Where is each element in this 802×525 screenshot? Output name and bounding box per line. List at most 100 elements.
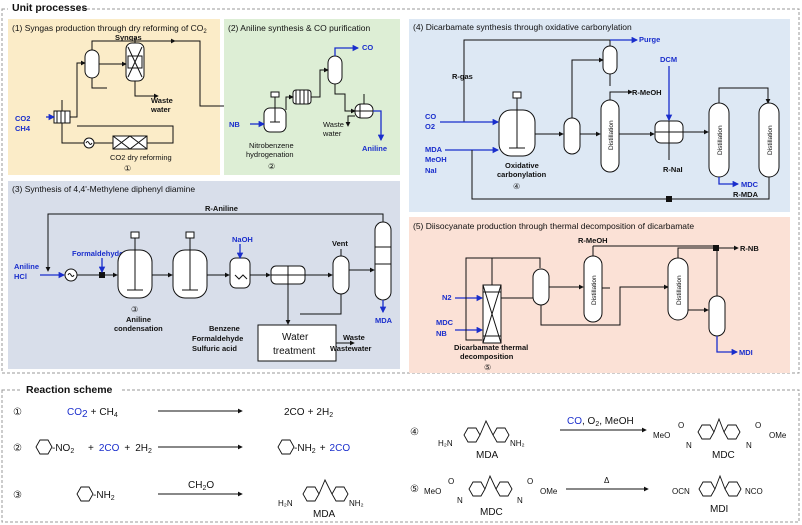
mdc-output: MDC [741, 180, 759, 189]
rx4-nh2: NH₂ [510, 439, 525, 448]
aniline-cond-b: condensation [114, 324, 163, 333]
rx3-condition: CH2O [188, 480, 214, 492]
vent-label: Vent [332, 239, 348, 248]
flash-4 [563, 117, 581, 155]
rx3-h2n: H₂N [278, 499, 293, 508]
rx4-ome: OMe [769, 431, 787, 440]
nb-input-5: NB [436, 329, 447, 338]
ox-carb-b: carbonylation [497, 170, 547, 179]
waste-water-label-a: Waste [151, 96, 173, 105]
water-treat-a: Water [282, 332, 309, 343]
rx4-nh-left: N [686, 441, 692, 450]
o2-input-4: O2 [425, 122, 435, 131]
mdi-ring-2-rx5 [724, 481, 742, 497]
distillation-column-3 [374, 221, 392, 301]
r-meoh-label: R-MeOH [632, 88, 662, 97]
rx4-h2n: H₂N [438, 439, 453, 448]
syngas-label: Syngas [115, 33, 142, 42]
rx5-nh-left: N [457, 496, 463, 505]
rx3-left: -NH2 [93, 490, 115, 502]
rx4-mda-label: MDA [476, 450, 499, 461]
purge-output: Purge [639, 35, 660, 44]
r-nb-label: R-NB [740, 244, 759, 253]
r-meoh5-label: R-MeOH [578, 236, 608, 245]
water-treat-b: treatment [273, 346, 315, 357]
flash-5b [708, 295, 726, 337]
mda-output: MDA [375, 316, 393, 325]
waste3-label-a: Waste [343, 333, 365, 342]
benzene-label: Benzene [209, 324, 240, 333]
rx5-mdi-label: MDI [710, 504, 728, 515]
rx5-ome: OMe [540, 487, 558, 496]
nai-input-4: NaI [425, 166, 437, 175]
rx2-left: +2CO+2H2 [88, 443, 152, 455]
rx5-o-left: O [448, 477, 454, 486]
circle-1: ① [124, 164, 131, 173]
sulfuric-label: Sulfuric acid [192, 344, 237, 353]
mdc-ring-2-rx5 [495, 481, 513, 497]
rx1-right: 2CO+2H2 [284, 407, 333, 419]
mdc-ring-1-rx5 [468, 481, 486, 497]
r-aniline-label: R-Aniline [205, 204, 238, 213]
ox-carb-a: Oxidative [505, 161, 539, 170]
aniline-hcl-a: Aniline [14, 262, 39, 271]
r-gas-label: R-gas [452, 72, 473, 81]
rx3-mda-label: MDA [313, 509, 336, 520]
dicarb-b: decomposition [460, 352, 514, 361]
mixer-3 [99, 272, 105, 278]
distillation-4b-label: Distillation [717, 125, 724, 155]
panel-4-title: (4) Dicarbamate synthesis through oxidat… [413, 22, 632, 32]
mixer-5 [713, 245, 719, 251]
rx5-nh-right: N [517, 496, 523, 505]
rx4-meo: MeO [653, 431, 670, 440]
aniline-ring-rx3 [76, 486, 94, 502]
aniline-ring-rx2 [277, 439, 295, 455]
reaction-scheme-header: Reaction scheme [26, 384, 113, 396]
rx5-ocn: OCN [672, 487, 690, 496]
dcm-input: DCM [660, 55, 677, 64]
reaction-scheme-frame [1, 389, 800, 523]
rx2-right: -NH2+2CO [294, 443, 350, 455]
distillation-4a-label: Distillation [608, 120, 615, 150]
rx3-nh2: NH₂ [349, 499, 364, 508]
rx4-o-left: O [678, 421, 684, 430]
dry-reforming-reactor [112, 135, 148, 150]
waste3-label-b: Wastewater [330, 344, 371, 353]
rx4-condition: CO, O2, MeOH [567, 416, 634, 428]
distillation-5b-label: Distillation [676, 275, 683, 305]
rx5-mdc-label: MDC [480, 507, 503, 518]
unit-processes-header: Unit processes [12, 2, 87, 14]
panel-1 [8, 19, 220, 175]
panel-5-title: (5) Diisocyanate production through ther… [413, 221, 694, 231]
benzene-ring-rx2 [35, 439, 53, 455]
water-treatment-box [257, 324, 337, 362]
mda-ring-1-rx3 [302, 486, 320, 502]
mdc-ring-1-rx4 [697, 424, 715, 440]
mda-ring-2-rx3 [331, 486, 349, 502]
nb-input: NB [229, 120, 240, 129]
rx4-mdc-label: MDC [712, 450, 735, 461]
panel-1-title: (1) Syngas production through dry reform… [12, 23, 207, 35]
rx4-nh-right: N [746, 441, 752, 450]
formaldehyde-input: Formaldehyde [72, 249, 123, 258]
panel-4 [409, 19, 790, 212]
flash-5 [532, 268, 550, 306]
heat-exchanger-1 [53, 110, 71, 124]
n2-input: N2 [442, 293, 452, 302]
nitro-hydro-label-a: Nitrobenzene [249, 141, 294, 150]
separator-4 [602, 45, 618, 75]
dry-reforming-label: CO2 dry reforming [110, 153, 172, 162]
rx1-left: CO2+CH4 [67, 407, 118, 420]
r-mda-label: R-MDA [733, 190, 759, 199]
rx5-number: ⑤ [410, 484, 419, 495]
waste-water-label-b: water [150, 105, 171, 114]
panel-3-title: (3) Synthesis of 4,4'-Methylene diphenyl… [12, 184, 195, 194]
distillation-5a-label: Distillation [591, 275, 598, 305]
distillation-4c-label: Distillation [767, 125, 774, 155]
rx4-number: ④ [410, 427, 419, 438]
mdi-output: MDI [739, 348, 753, 357]
circle-5: ⑤ [484, 363, 491, 372]
rx3-number: ③ [13, 490, 22, 501]
co2-input: CO2 [15, 114, 30, 123]
